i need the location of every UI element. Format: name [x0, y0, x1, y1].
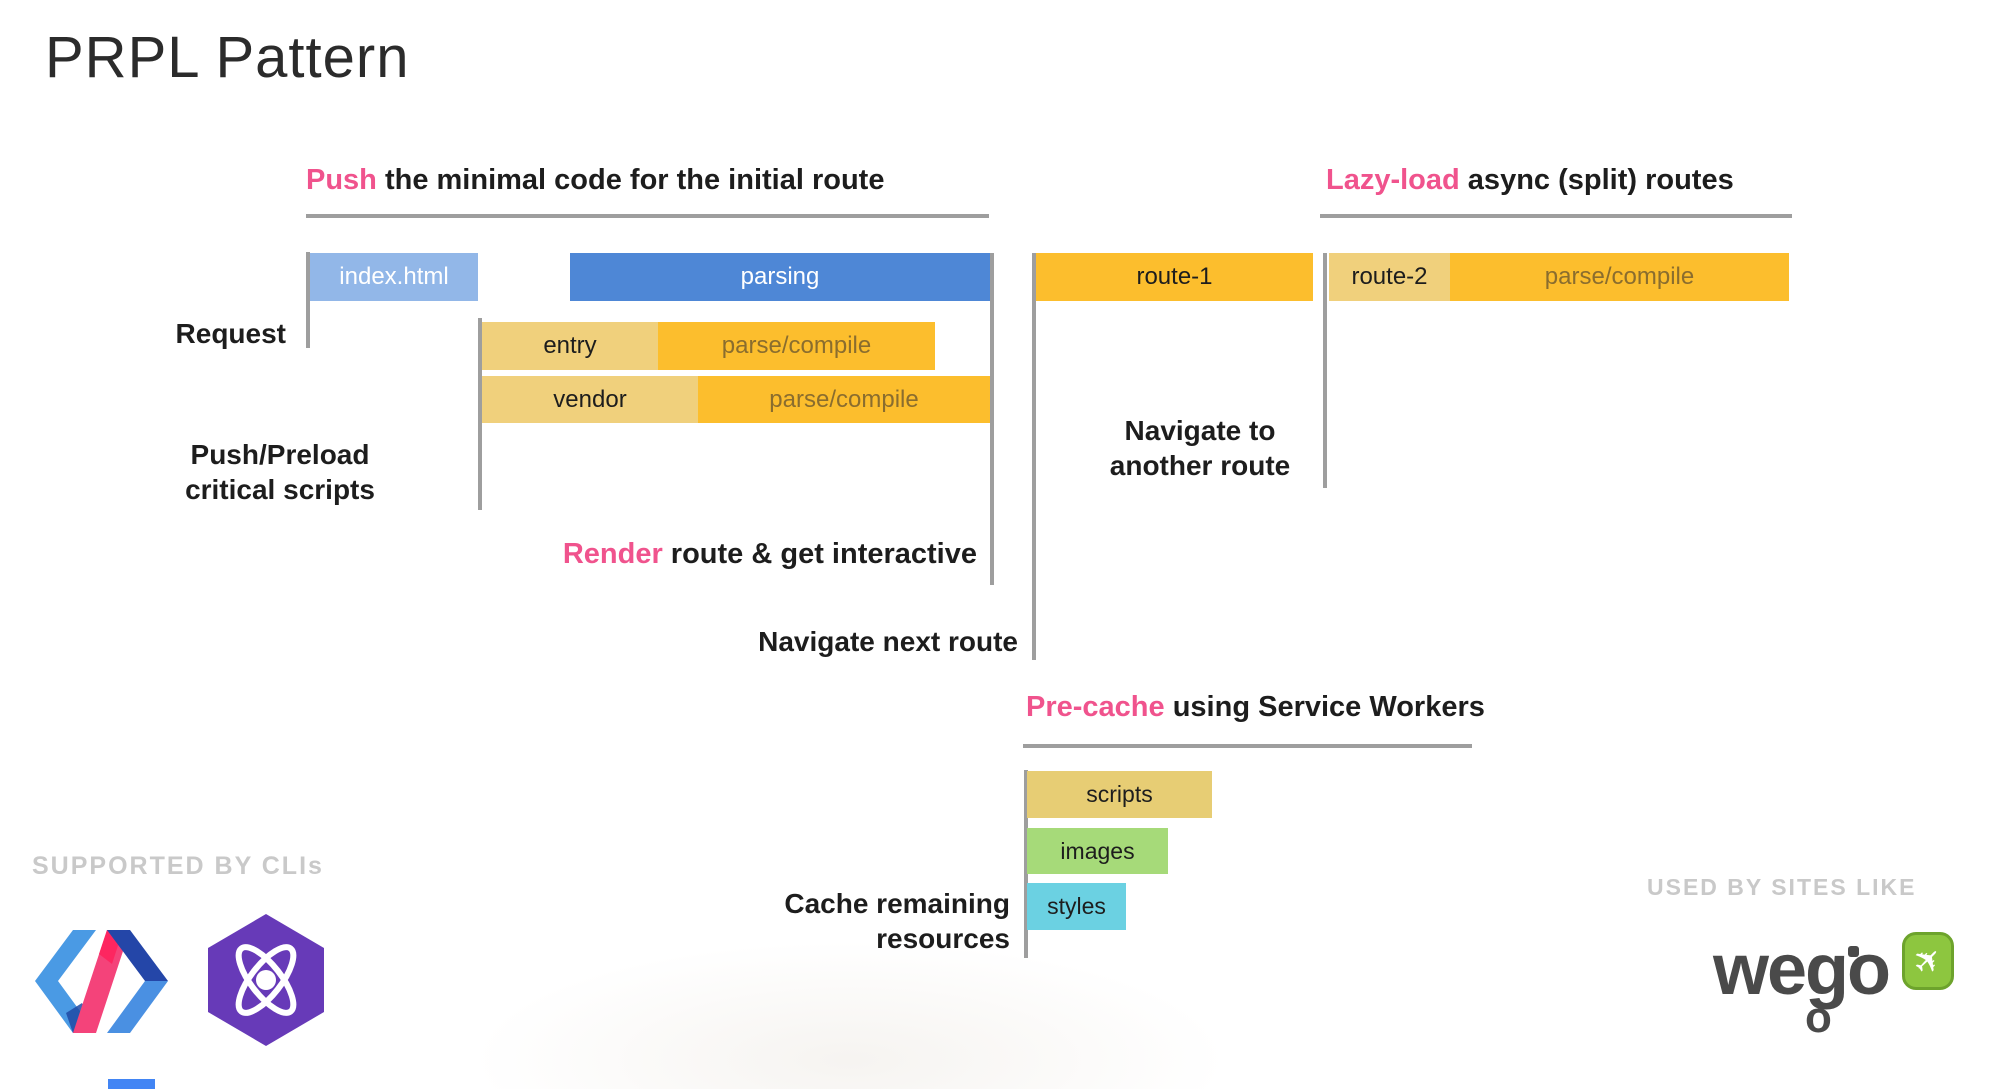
- bar-styles: styles: [1027, 883, 1126, 930]
- precache-heading: Pre-cache using Service Workers: [1026, 691, 1485, 724]
- cache-line: [1024, 770, 1028, 958]
- supported-by-clis-heading: SUPPORTED BY CLIs: [32, 852, 324, 880]
- render-label-rest: route & get interactive: [662, 538, 977, 570]
- navigate-another-line: [1323, 253, 1327, 488]
- push-heading-rule: [306, 214, 989, 218]
- bar-route-2-parse-compile: parse/compile: [1450, 253, 1789, 301]
- push-heading: Push the minimal code for the initial ro…: [306, 164, 884, 197]
- render-label: Render route & get interactive: [510, 537, 977, 572]
- precache-heading-rule: [1023, 744, 1472, 748]
- lazyload-heading: Lazy-load async (split) routes: [1326, 164, 1734, 197]
- wego-wordmark: wego: [1713, 930, 1891, 1010]
- polymer-logo-icon: [35, 930, 168, 1033]
- bar-entry-parse-compile: parse/compile: [658, 322, 935, 370]
- navigate-next-label: Navigate next route: [758, 626, 1018, 657]
- cache-remaining-label: Cache remaining resources: [740, 886, 1010, 956]
- render-line: [990, 253, 994, 585]
- wego-plane-icon: ✈: [1902, 932, 1954, 990]
- request-line: [306, 252, 310, 348]
- bar-vendor-parse-compile: parse/compile: [698, 376, 990, 423]
- bar-images: images: [1027, 828, 1168, 874]
- bottom-edge-strip: [108, 1079, 155, 1089]
- push-heading-rest: the minimal code for the initial route: [376, 164, 885, 196]
- lazyload-heading-rest: async (split) routes: [1459, 164, 1734, 196]
- wego-sub-o: o: [1805, 993, 1832, 1042]
- navigate-next-line: [1032, 253, 1036, 660]
- airplane-glyph: ✈: [1904, 937, 1952, 985]
- push-preload-label-line2: critical scripts: [185, 474, 375, 505]
- bar-vendor: vendor: [482, 376, 698, 423]
- cache-remaining-label-line1: Cache remaining: [784, 888, 1010, 919]
- background-watermark: [470, 940, 1230, 1089]
- navigate-another-label-line1: Navigate to: [1124, 415, 1276, 446]
- cache-remaining-label-line2: resources: [876, 923, 1010, 954]
- bar-entry: entry: [482, 322, 658, 370]
- wego-logo: wego o: [1713, 930, 1891, 1040]
- lazyload-heading-rule: [1320, 214, 1792, 218]
- page-title: PRPL Pattern: [45, 25, 410, 90]
- push-preload-label: Push/Preload critical scripts: [170, 437, 390, 507]
- request-label: Request: [175, 318, 286, 349]
- navigate-another-label-line2: another route: [1109, 450, 1291, 481]
- push-heading-highlight: Push: [306, 164, 377, 196]
- preact-logo-icon: [208, 914, 324, 1046]
- navigate-another-label: Navigate to another route: [1090, 413, 1310, 483]
- render-label-highlight: Render: [562, 538, 663, 570]
- bar-route-2: route-2: [1329, 253, 1450, 301]
- precache-heading-highlight: Pre-cache: [1026, 691, 1165, 723]
- precache-heading-rest: using Service Workers: [1164, 691, 1485, 723]
- wego-dot: [1848, 946, 1859, 957]
- bar-scripts: scripts: [1027, 771, 1212, 818]
- lazyload-heading-highlight: Lazy-load: [1326, 164, 1460, 196]
- push-preload-label-line1: Push/Preload: [190, 439, 370, 470]
- used-by-sites-heading: USED BY SITES LIKE: [1647, 874, 1917, 900]
- bar-parsing: parsing: [570, 253, 990, 301]
- bar-route-1: route-1: [1036, 253, 1313, 301]
- push-preload-line: [478, 318, 482, 510]
- bar-index-html: index.html: [310, 253, 478, 301]
